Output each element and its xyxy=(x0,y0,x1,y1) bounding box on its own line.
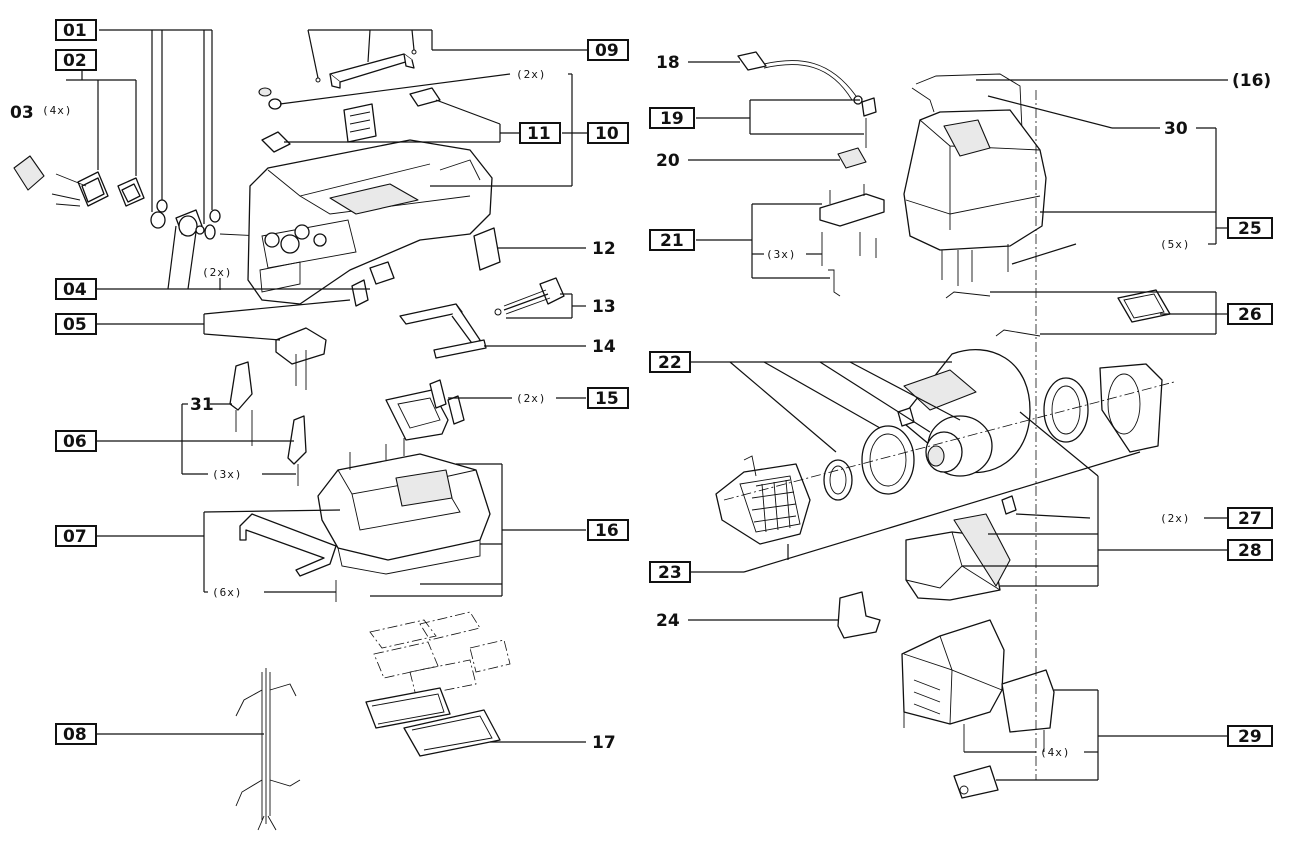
svg-text:08: 08 xyxy=(63,725,87,745)
part-14-bracket xyxy=(399,303,487,359)
leader-lines xyxy=(66,29,1228,781)
part-label-26: 26 xyxy=(1227,303,1273,325)
part-label-20: 20 xyxy=(656,151,680,171)
part-label-04: 04 xyxy=(55,278,97,300)
svg-text:16: 16 xyxy=(595,521,619,541)
part-18-power-cord xyxy=(737,51,863,105)
part-label-02: 02 xyxy=(55,49,97,71)
part-label-15: 15 xyxy=(587,387,629,409)
part-28-ducts xyxy=(905,513,1011,601)
part-16-base-tray xyxy=(317,438,491,575)
svg-text:29: 29 xyxy=(1238,727,1262,747)
svg-text:27: 27 xyxy=(1238,509,1262,529)
part-label-27: 27 xyxy=(1227,507,1273,529)
note-6x-07: (6x) xyxy=(212,586,243,599)
svg-text:05: 05 xyxy=(63,315,87,335)
svg-text:10: 10 xyxy=(595,124,619,144)
part-01-04-knobs xyxy=(150,199,263,240)
svg-text:01: 01 xyxy=(63,21,87,41)
part-29-lower-housing xyxy=(901,619,1055,799)
svg-text:26: 26 xyxy=(1238,305,1262,325)
part-label-23: 23 xyxy=(649,561,691,583)
note-4x-left: (4x) xyxy=(42,104,73,117)
part-10-11-caps xyxy=(258,87,441,153)
part-label-05: 05 xyxy=(55,313,97,335)
svg-text:07: 07 xyxy=(63,527,87,547)
svg-text:22: 22 xyxy=(658,353,682,373)
part-label-09: 09 xyxy=(587,39,629,61)
part-22-motor-assembly xyxy=(823,349,1163,515)
note-5x-25: (5x) xyxy=(1160,238,1191,251)
note-2x-top: (2x) xyxy=(516,68,547,81)
part-label-21: 21 xyxy=(649,229,695,251)
part-13-key xyxy=(494,277,565,316)
note-2x-left: (2x) xyxy=(202,266,233,279)
svg-text:04: 04 xyxy=(63,280,87,300)
part-06-31-latches xyxy=(229,361,307,486)
svg-text:02: 02 xyxy=(63,51,87,71)
svg-text:28: 28 xyxy=(1238,541,1262,561)
part-07-bail xyxy=(239,513,337,602)
part-label-29: 29 xyxy=(1227,725,1273,747)
part-03-filter-pad xyxy=(13,155,45,191)
part-25-30-upper-housing xyxy=(903,73,1047,286)
part-17-drawers xyxy=(365,611,511,757)
part-label-06: 06 xyxy=(55,430,97,452)
note-3x-06: (3x) xyxy=(212,468,243,481)
note-3x-21: (3x) xyxy=(766,248,797,261)
svg-text:06: 06 xyxy=(63,432,87,452)
part-15-handle-frame xyxy=(385,379,465,441)
part-08-wiring-harness xyxy=(235,668,301,831)
part-label-08: 08 xyxy=(55,723,97,745)
part-label-10: 10 xyxy=(587,122,629,144)
part-label-03: 03 xyxy=(10,103,34,123)
part-label-30: 30 xyxy=(1164,119,1188,139)
part-label-22: 22 xyxy=(649,351,691,373)
part-label-19: 19 xyxy=(649,107,695,129)
part-label-14: 14 xyxy=(592,337,616,357)
svg-text:21: 21 xyxy=(660,231,684,251)
part-label-16: 16 xyxy=(587,519,629,541)
part-label-13: 13 xyxy=(592,297,616,317)
svg-text:11: 11 xyxy=(527,124,551,144)
motor-axis-line xyxy=(723,381,1175,501)
part-09-handle xyxy=(315,49,417,89)
part-12-side-cover xyxy=(473,227,501,271)
part-26-clips xyxy=(945,289,1171,337)
note-2x-27: (2x) xyxy=(1160,512,1191,525)
part-upper-housing xyxy=(247,139,493,305)
part-19-20-21-switch-parts xyxy=(819,97,885,297)
part-label-25: 25 xyxy=(1227,217,1273,239)
note-2x-15: (2x) xyxy=(516,392,547,405)
part-label-07: 07 xyxy=(55,525,97,547)
part-label-18: 18 xyxy=(656,53,680,73)
svg-text:15: 15 xyxy=(595,389,619,409)
part-04-05-small-parts xyxy=(275,261,395,390)
note-4x-29: (4x) xyxy=(1040,746,1071,759)
part-label-31: 31 xyxy=(190,395,214,415)
svg-text:23: 23 xyxy=(658,563,682,583)
part-23-inlet-housing xyxy=(715,455,811,545)
part-label-16-ref: (16) xyxy=(1232,71,1271,91)
part-label-12: 12 xyxy=(592,239,616,259)
svg-text:09: 09 xyxy=(595,41,619,61)
part-24-clip xyxy=(837,591,881,639)
part-label-01: 01 xyxy=(55,19,97,41)
part-label-28: 28 xyxy=(1227,539,1273,561)
part-02-side-grilles xyxy=(51,171,145,207)
part-label-11: 11 xyxy=(519,122,561,144)
svg-text:19: 19 xyxy=(660,109,684,129)
part-label-24: 24 xyxy=(656,611,680,631)
part-label-17: 17 xyxy=(592,733,616,753)
svg-text:25: 25 xyxy=(1238,219,1262,239)
